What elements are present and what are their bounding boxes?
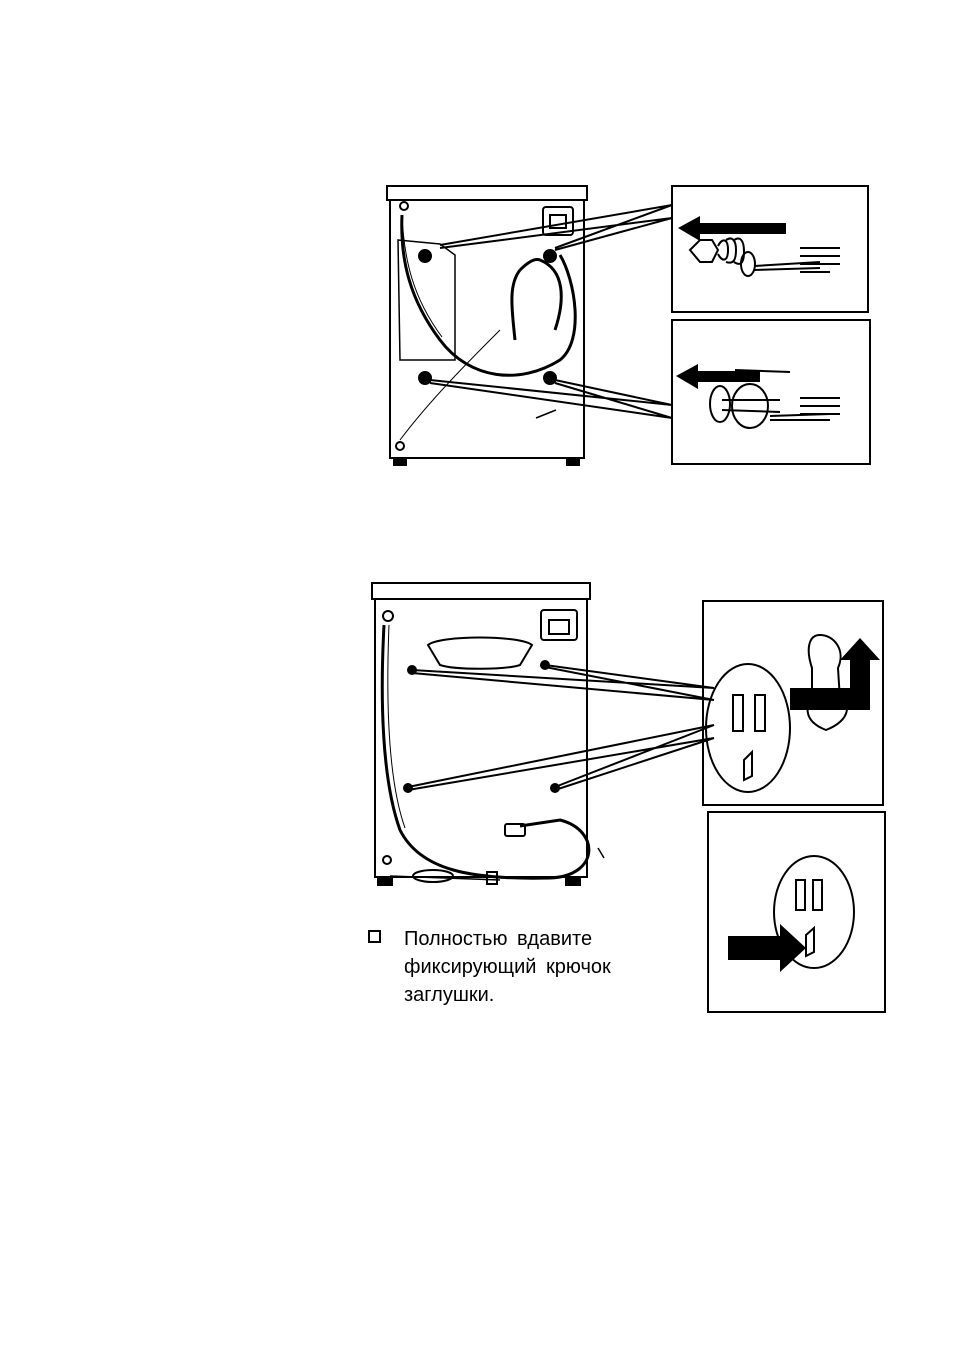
instruction-line: заглушки. <box>368 981 648 1009</box>
instruction-line: Полностью вдавите <box>368 925 648 953</box>
figure-transit-bolts <box>0 0 954 520</box>
checkbox-square-icon <box>368 930 381 943</box>
instruction-text: Полностью вдавите фиксирующий крючок заг… <box>368 925 648 1009</box>
bolt-removal-upper-inset <box>678 216 840 276</box>
bolt-removal-lower-inset <box>676 364 840 428</box>
instruction-line: фиксирующий крючок <box>368 953 648 981</box>
transit-bolts-illustration <box>0 0 954 520</box>
